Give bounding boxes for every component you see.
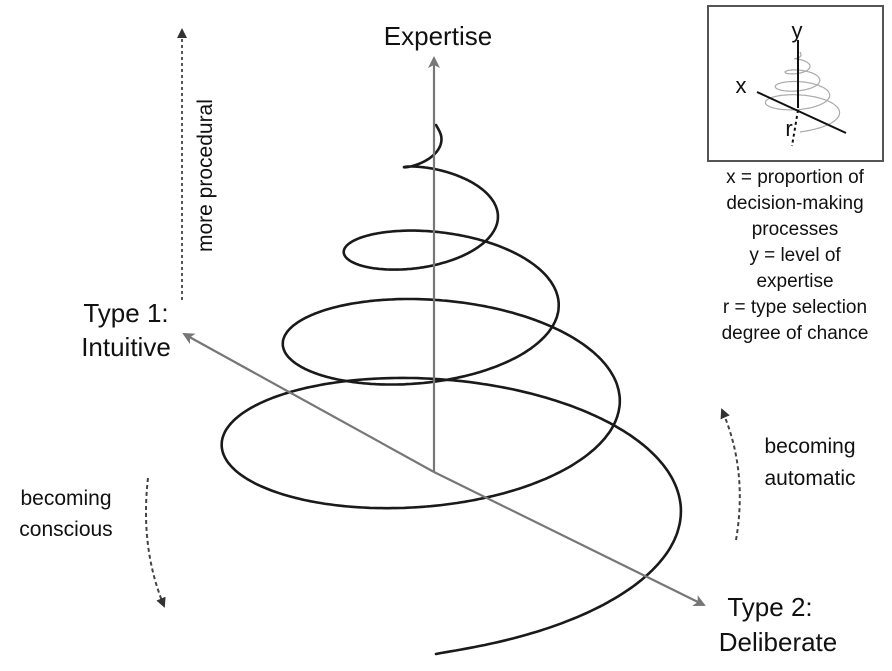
inset-r-axis bbox=[791, 109, 799, 147]
type1-label-line2: Intuitive bbox=[81, 332, 171, 362]
expertise-spiral bbox=[220, 123, 683, 656]
expertise-label: Expertise bbox=[384, 21, 492, 51]
legend-line: expertise bbox=[756, 271, 833, 292]
legend-line: x = proportion of bbox=[726, 167, 865, 188]
inset-r-label: r bbox=[785, 116, 792, 141]
type2-label-line2: Deliberate bbox=[719, 627, 838, 657]
inset-frame bbox=[707, 5, 884, 162]
inset-x-label: x bbox=[736, 73, 747, 98]
becoming-automatic-arrow bbox=[720, 408, 741, 541]
type1-label-line1: Type 1: bbox=[83, 298, 168, 328]
becoming-conscious-arrow bbox=[145, 477, 166, 608]
becoming-automatic-line1: becoming bbox=[764, 435, 855, 458]
type2-label-line1: Type 2: bbox=[727, 592, 812, 622]
becoming-conscious-line1: becoming bbox=[20, 487, 111, 510]
legend-line: degree of chance bbox=[722, 323, 869, 344]
legend-line: processes bbox=[752, 219, 839, 240]
type-axis-to-type1 bbox=[182, 333, 435, 473]
type-axis-to-type2 bbox=[433, 471, 706, 606]
more-procedural-label: more procedural bbox=[194, 99, 217, 252]
inset-x-axis bbox=[756, 91, 847, 134]
becoming-conscious-line2: conscious bbox=[19, 518, 112, 541]
inset-y-label: y bbox=[792, 18, 803, 43]
inset-spiral bbox=[764, 51, 841, 133]
becoming-automatic-line2: automatic bbox=[764, 467, 855, 490]
legend: x = proportion of decision-making proces… bbox=[722, 167, 869, 344]
legend-line: y = level of bbox=[749, 245, 841, 266]
axes-inset: y x r bbox=[707, 5, 884, 162]
legend-line: decision-making bbox=[726, 193, 863, 214]
legend-line: r = type selection bbox=[723, 297, 867, 318]
